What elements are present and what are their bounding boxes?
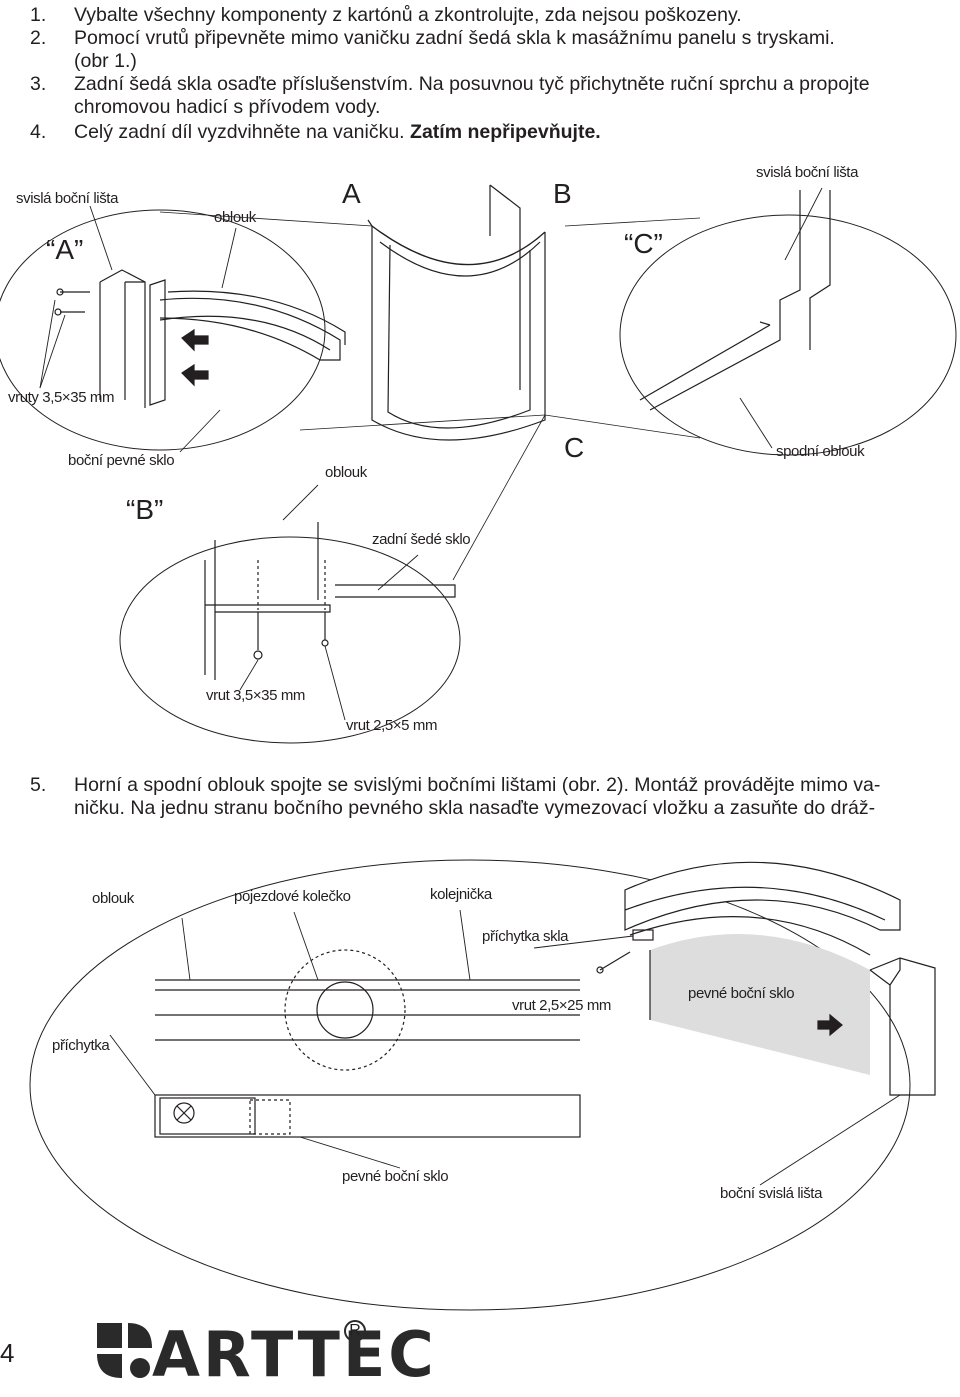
roller-wheel xyxy=(316,981,374,1039)
instruction-step-1: 1. Vybalte všechny komponenty z kartónů … xyxy=(30,4,742,26)
label-vruty: vruty 3,5×35 mm xyxy=(8,389,115,406)
roller-dashed-circle xyxy=(284,949,406,1071)
figure-2-diagram xyxy=(29,859,936,1311)
back-glass-panel xyxy=(367,184,546,441)
brand-logo-text: ARTTEC xyxy=(152,1318,437,1391)
label-prichytka-skla: příchytka skla xyxy=(482,928,569,945)
label-spodni-oblouk: spodní oblouk xyxy=(776,443,865,460)
label-letter-a: A xyxy=(342,178,361,209)
label-letter-c: C xyxy=(564,432,585,463)
label-pojezdove-kolecko: pojezdové kolečko xyxy=(234,888,351,905)
grey-glass-area xyxy=(650,934,870,1075)
label-vrut-35: vrut 3,5×35 mm xyxy=(206,687,306,704)
label-detail-a: “A” xyxy=(46,234,84,265)
label-detail-b: “B” xyxy=(126,494,164,525)
registered-mark: R xyxy=(344,1320,366,1342)
label-bocni-svisla-lista: boční svislá lišta xyxy=(720,1185,823,1202)
detail-c-parts xyxy=(639,190,831,411)
instruction-step-2: 2. Pomocí vrutů připevněte mimo vaničku … xyxy=(30,27,835,72)
label-oblouk-mid: oblouk xyxy=(325,464,367,481)
label-svisla-bocni-lista-left: svislá boční lišta xyxy=(16,190,119,207)
label-kolejnicka: kolejnička xyxy=(430,886,492,903)
instruction-step-3: 3. Zadní šedá skla osaďte příslušenstvím… xyxy=(30,73,870,118)
label-oblouk: oblouk xyxy=(92,890,134,907)
warning-text: Zatím nepřipevňujte. xyxy=(410,121,601,143)
label-bocni-pevne-sklo: boční pevné sklo xyxy=(68,452,175,469)
label-vrut-25x5: vrut 2,5×5 mm xyxy=(346,717,438,734)
figure-1-diagram xyxy=(0,184,957,744)
instruction-step-4: 4. Celý zadní díl vyzdvihněte na vaničku… xyxy=(30,121,601,143)
detail-circle-large xyxy=(29,859,911,1311)
page-number: 4 xyxy=(0,1338,15,1368)
label-pevne-bocni-sklo-bottom: pevné boční sklo xyxy=(342,1168,449,1185)
label-letter-b: B xyxy=(553,178,572,209)
label-svisla-bocni-lista-right: svislá boční lišta xyxy=(756,164,859,181)
clip-body xyxy=(154,1094,581,1138)
label-pevne-bocni-sklo-right: pevné boční sklo xyxy=(688,985,795,1002)
label-oblouk-top: oblouk xyxy=(214,209,256,226)
label-prichytka: příchytka xyxy=(52,1037,110,1054)
rail-lines xyxy=(155,979,580,1041)
brand-logo-mark xyxy=(97,1323,152,1378)
detail-a-parts xyxy=(54,269,346,408)
detail-circle-a xyxy=(0,209,326,451)
instruction-step-5: 5. Horní a spodní oblouk spojte se svisl… xyxy=(30,774,881,819)
label-vrut-25x25: vrut 2,5×25 mm xyxy=(512,997,612,1014)
label-zadni-sede-sklo: zadní šedé sklo xyxy=(372,531,471,548)
label-detail-c: “C” xyxy=(624,228,663,259)
detail-circle-b xyxy=(119,536,461,744)
detail-circle-c xyxy=(619,214,957,456)
